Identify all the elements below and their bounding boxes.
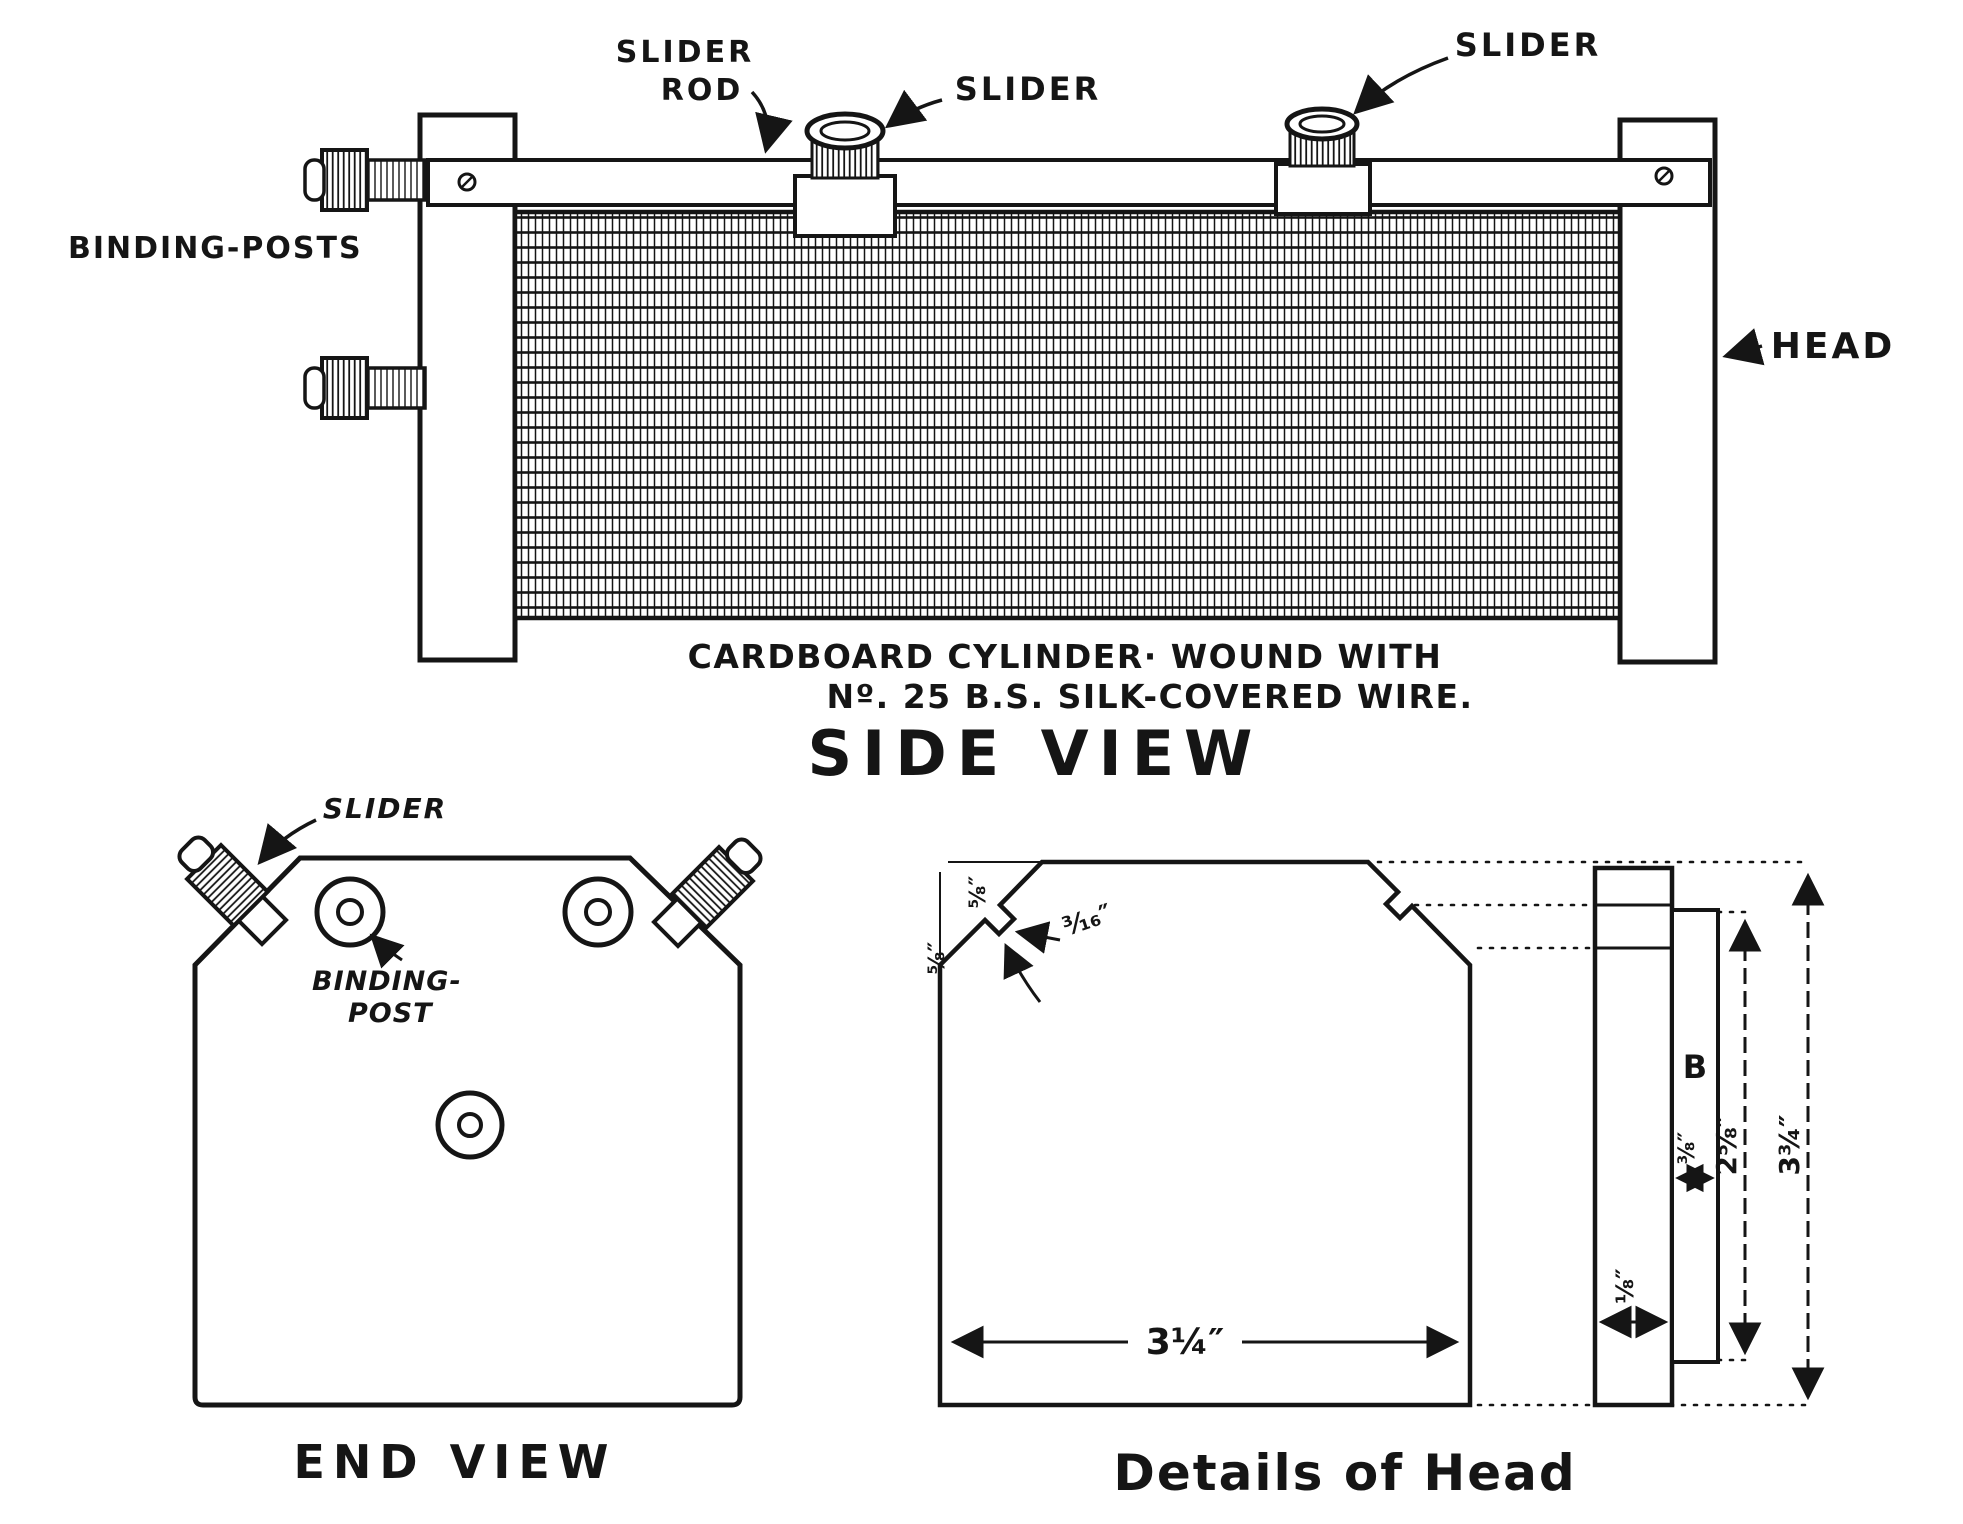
- rod-screw-left: [457, 172, 477, 192]
- end-view-title: END VIEW: [294, 1435, 617, 1489]
- arrow-notch-b: [1003, 943, 1042, 1003]
- label-slider-rod-line2: ROD: [661, 73, 744, 108]
- dim-chamfer-horizontal: ⅝″: [966, 876, 991, 909]
- end-view-label-binding-line2: POST: [348, 998, 434, 1029]
- end-view-label-slider: SLIDER: [323, 792, 447, 825]
- binding-post-bottom-shaft: [365, 366, 427, 410]
- label-slider-right: SLIDER: [1455, 26, 1601, 64]
- slider-right: [1274, 106, 1372, 216]
- arrow-slider-rod: [750, 90, 793, 154]
- binding-post-bottom: [303, 356, 427, 420]
- end-view: SLIDER BINDING- POST END VIEW: [177, 792, 763, 1489]
- binding-post-top: [303, 148, 427, 212]
- rod-screw-right: [1654, 166, 1674, 186]
- label-binding-posts: BINDING-POSTS: [68, 231, 363, 266]
- dim-chamfer-vertical: ⅝″: [925, 942, 950, 975]
- projection-lines: [1376, 860, 1814, 1407]
- dim-strip-height: 2⅝″: [1710, 1115, 1743, 1176]
- end-view-binding-post-right: [562, 876, 634, 948]
- arrow-slider-right: [1353, 56, 1449, 115]
- label-slider-left: SLIDER: [955, 70, 1101, 108]
- arrow-head: [1722, 328, 1765, 366]
- dim-strip-width: ⅜″: [1675, 1132, 1700, 1165]
- end-view-slider-knob-right: [651, 837, 763, 949]
- head-front-plate: [937, 859, 1473, 1408]
- end-view-slider-knob-left: [177, 835, 289, 947]
- slider-rod: [426, 158, 1712, 207]
- binding-post-top-tip: [303, 158, 326, 202]
- side-view-right-head: [1617, 117, 1718, 665]
- dim-total-height: 3¾″: [1773, 1115, 1806, 1176]
- slider-left-block: [793, 174, 897, 238]
- binding-post-bottom-knurl: [320, 356, 369, 420]
- binding-post-top-shaft: [365, 158, 427, 202]
- end-view-center-hole: [435, 1090, 505, 1160]
- end-view-arrow-binding-post: [369, 933, 405, 969]
- caption-line1: CARDBOARD CYLINDER· WOUND WITH: [688, 637, 1443, 676]
- caption-line2: Nº. 25 B.S. SILK-COVERED WIRE.: [826, 677, 1473, 716]
- slider-right-block: [1274, 162, 1372, 216]
- binding-post-top-knurl: [320, 148, 369, 212]
- slider-left-knob-inner: [819, 120, 871, 142]
- binding-post-bottom-tip: [303, 366, 326, 410]
- arrow-notch-a: [1014, 921, 1061, 954]
- slider-right-knob-inner: [1298, 114, 1346, 134]
- dim-width: 3¼″: [1146, 1322, 1224, 1363]
- label-b: B: [1683, 1048, 1707, 1086]
- arrow-slider-left: [884, 89, 943, 129]
- end-view-label-binding-line1: BINDING-: [312, 966, 462, 997]
- end-view-arrow-slider: [257, 818, 317, 865]
- side-view: SLIDER ROD SLIDER SLIDER BINDING-POSTS H…: [68, 26, 1895, 790]
- head-details-title: Details of Head: [1113, 1444, 1576, 1502]
- coil-winding: [512, 209, 1623, 621]
- label-slider-rod-line1: SLIDER: [616, 35, 754, 70]
- head-details: ⅝″ ⅝″ ³⁄₁₆″ 3¼″ B ⅛″ ⅜″: [925, 859, 1825, 1502]
- side-view-title: SIDE VIEW: [808, 717, 1263, 790]
- head-strip-b: [1670, 908, 1720, 1364]
- end-view-binding-post-left: [314, 876, 386, 948]
- slider-left: [793, 111, 897, 238]
- dim-head-thickness: ⅛″: [1611, 1268, 1639, 1304]
- label-head: HEAD: [1771, 326, 1895, 367]
